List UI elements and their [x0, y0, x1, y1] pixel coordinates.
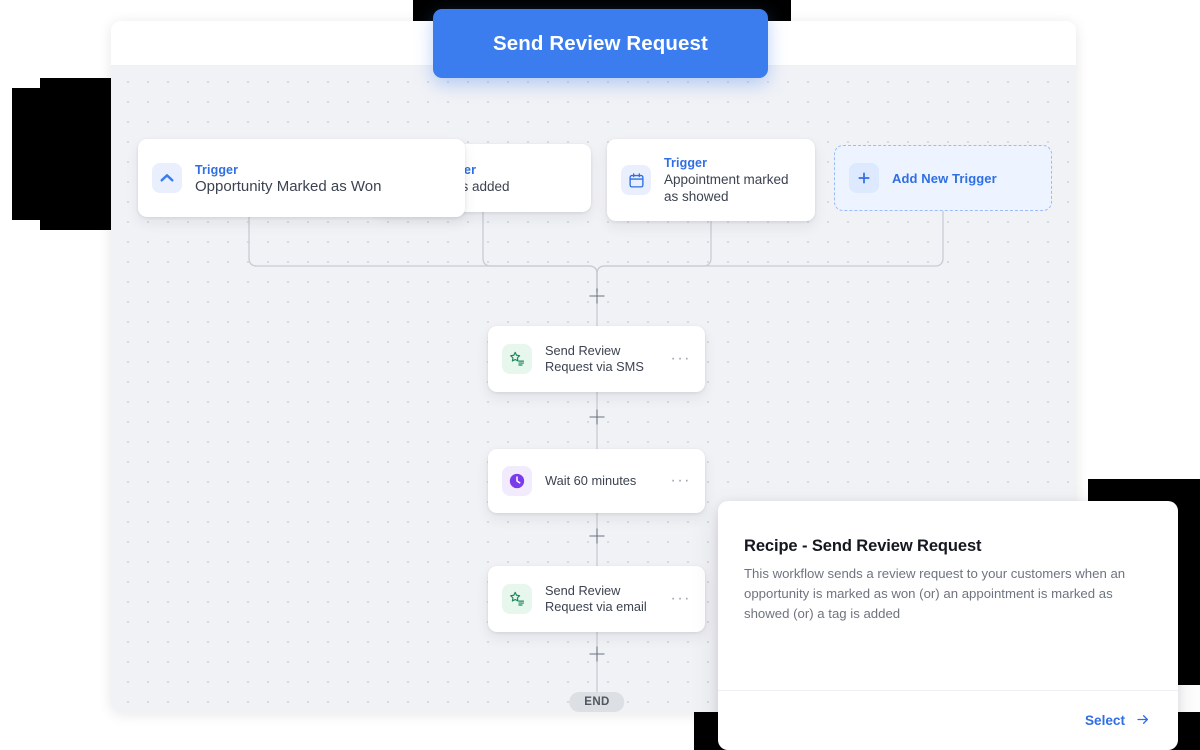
- send-review-request-button[interactable]: Send Review Request: [433, 9, 768, 78]
- canvas-inner: Trigger Opportunity Marked as Won Trigge…: [111, 66, 1076, 712]
- add-step-plus-1[interactable]: [589, 288, 605, 304]
- node-menu-icon[interactable]: ···: [670, 590, 691, 607]
- trigger-card-appointment-showed[interactable]: Trigger Appointment marked as showed: [607, 139, 815, 221]
- node-menu-icon[interactable]: ···: [670, 350, 691, 367]
- trigger-card-opportunity-won[interactable]: Trigger Opportunity Marked as Won: [138, 139, 465, 217]
- action-name: Send Review Request via SMS: [545, 342, 644, 375]
- trigger-card-text: Trigger Opportunity Marked as Won: [195, 162, 451, 195]
- action-card-send-review-email[interactable]: Send Review Request via email ···: [488, 566, 705, 632]
- select-button-label: Select: [1084, 713, 1125, 728]
- end-badge: END: [569, 692, 625, 712]
- add-new-trigger-button[interactable]: Add New Trigger: [834, 145, 1052, 211]
- chevron-up-icon: [152, 163, 182, 193]
- trigger-card-text: Trigger Appointment marked as showed: [664, 155, 801, 205]
- add-step-plus-4[interactable]: [589, 646, 605, 662]
- action-card-send-review-sms[interactable]: Send Review Request via SMS ···: [488, 326, 705, 392]
- trigger-kind-label: Trigger: [664, 156, 708, 170]
- trigger-name: Appointment marked as showed: [664, 172, 789, 204]
- add-step-plus-3[interactable]: [589, 528, 605, 544]
- trigger-kind-label: Trigger: [195, 162, 239, 177]
- plus-icon: [849, 163, 879, 193]
- clock-icon: [502, 466, 532, 496]
- trigger-name: Opportunity Marked as Won: [195, 177, 382, 195]
- review-star-icon: [502, 584, 532, 614]
- connector-lines: [248, 211, 944, 692]
- add-new-trigger-label: Add New Trigger: [892, 170, 997, 186]
- recipe-body: Recipe - Send Review Request This workfl…: [718, 501, 1178, 624]
- action-card-wait[interactable]: Wait 60 minutes ···: [488, 449, 705, 513]
- select-button[interactable]: Select: [1085, 712, 1152, 730]
- arrow-right-icon: [1134, 712, 1152, 730]
- action-name: Send Review Request via email: [545, 582, 647, 615]
- recipe-footer: Select: [718, 690, 1178, 750]
- recipe-description: This workflow sends a review request to …: [744, 566, 1126, 621]
- add-step-plus-2[interactable]: [589, 409, 605, 425]
- workflow-window: Trigger Opportunity Marked as Won Trigge…: [111, 21, 1076, 712]
- review-star-icon: [502, 344, 532, 374]
- recipe-title: Recipe - Send Review Request: [744, 537, 982, 555]
- calendar-icon: [621, 165, 651, 195]
- workflow-canvas[interactable]: Trigger Opportunity Marked as Won Trigge…: [111, 66, 1076, 712]
- node-menu-icon[interactable]: ···: [670, 472, 691, 489]
- accent-plate-left-inner: [40, 78, 118, 230]
- action-name: Wait 60 minutes: [545, 472, 637, 488]
- recipe-detail-panel: Recipe - Send Review Request This workfl…: [718, 501, 1178, 750]
